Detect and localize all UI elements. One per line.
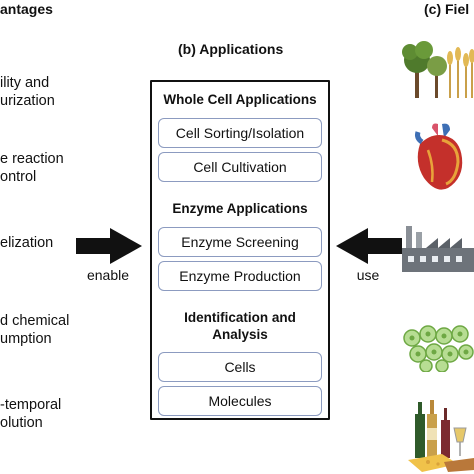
use-label: use (356, 267, 380, 283)
algae-cells-icon (403, 325, 474, 372)
advantage-4-line1: d chemical (0, 313, 70, 329)
identification-title-line2: Analysis (212, 327, 268, 342)
fields-header: (c) Fiel (424, 1, 470, 17)
whole-cell-title: Whole Cell Applications (163, 92, 317, 107)
cells-item: Cells (158, 352, 322, 382)
use-arrow-icon (336, 228, 402, 264)
advantage-item-2: e reaction ontrol (0, 150, 64, 186)
cell-cultivation-label: Cell Cultivation (193, 159, 287, 175)
advantage-item-4: d chemical umption (0, 312, 69, 348)
enzyme-screening-item: Enzyme Screening (158, 227, 322, 257)
advantage-2-line1: e reaction (0, 151, 64, 167)
cell-sorting-label: Cell Sorting/Isolation (175, 125, 305, 141)
factory-icon (402, 226, 474, 272)
cell-cultivation-item: Cell Cultivation (158, 152, 322, 182)
enzyme-production-label: Enzyme Production (179, 268, 301, 284)
enzyme-production-item: Enzyme Production (158, 261, 322, 291)
cells-label: Cells (224, 359, 256, 375)
enzyme-screening-label: Enzyme Screening (181, 234, 299, 250)
advantage-3-line1: elization (0, 235, 54, 251)
advantage-5-line2: olution (0, 415, 43, 431)
molecules-label: Molecules (208, 393, 272, 409)
enzyme-title: Enzyme Applications (172, 201, 308, 216)
advantage-item-3: elization (0, 234, 53, 252)
identification-title-line1: Identification and (184, 310, 296, 325)
molecules-item: Molecules (158, 386, 322, 416)
cell-sorting-item: Cell Sorting/Isolation (158, 118, 322, 148)
advantage-1-line2: urization (0, 93, 55, 109)
advantage-item-5: -temporal olution (0, 396, 61, 432)
advantage-1-line1: ility and (0, 75, 50, 91)
advantage-2-line2: ontrol (0, 169, 37, 185)
advantages-header: antages (0, 1, 53, 17)
enable-label: enable (86, 267, 130, 283)
applications-header: (b) Applications (178, 41, 284, 57)
heart-icon (415, 123, 463, 190)
enable-arrow-icon (76, 228, 142, 264)
advantage-item-1: ility and urization (0, 74, 55, 110)
applications-box: Whole Cell Applications Cell Sorting/Iso… (150, 80, 330, 420)
advantage-5-line1: -temporal (0, 397, 62, 413)
advantage-4-line2: umption (0, 331, 52, 347)
food-drinks-icon (408, 400, 474, 472)
agriculture-icon (402, 41, 474, 98)
